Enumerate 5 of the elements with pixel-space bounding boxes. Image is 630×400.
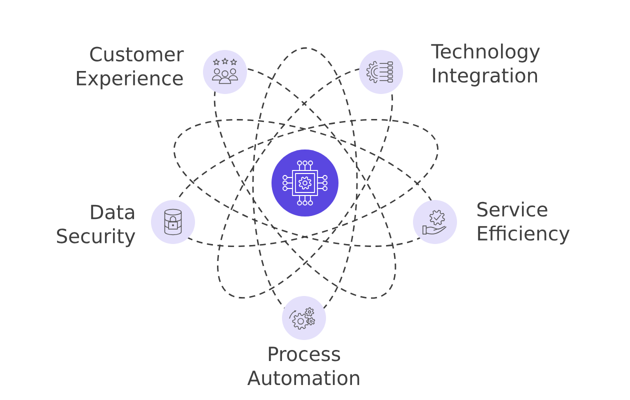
topic-label: Process Automation	[247, 346, 360, 386]
topic-label: Technology Integration	[431, 44, 540, 86]
topic-label: Customer Experience	[76, 46, 184, 90]
topic-label: Data Security	[57, 204, 136, 248]
topic-label: Service Efficiency	[478, 202, 570, 244]
